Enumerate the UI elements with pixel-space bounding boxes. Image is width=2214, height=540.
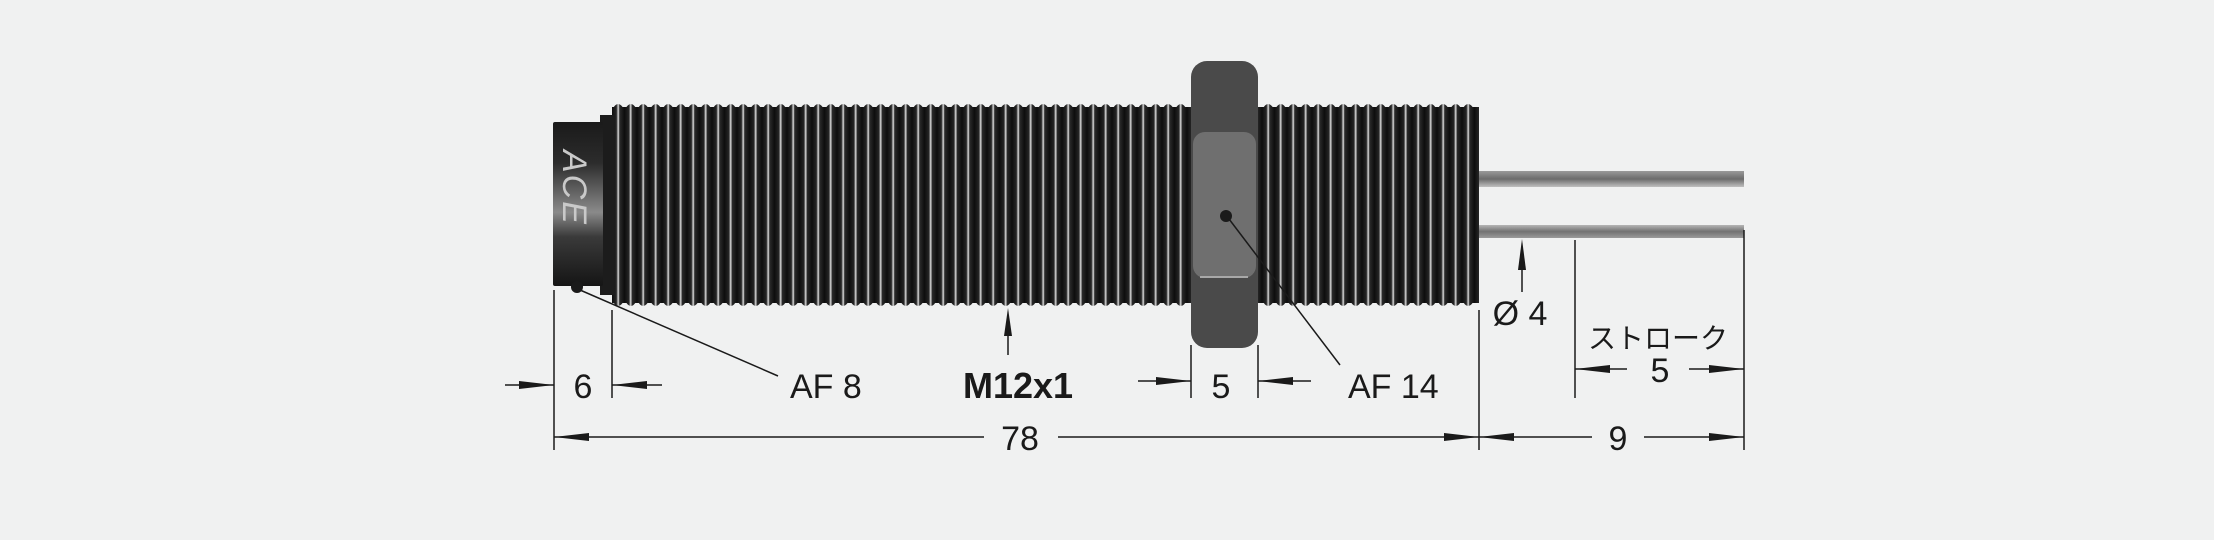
extension-lines [553,230,1745,450]
piston-rod [1479,171,1744,238]
dimension-lines [505,239,1744,441]
hex-nut [1191,61,1258,348]
threaded-body [612,99,1479,312]
leader-lines [571,210,1341,377]
body-length-label: 78 [1001,420,1039,458]
rod-extension-label: 9 [1609,420,1628,458]
rod-diameter-label: Ø 4 [1493,295,1548,333]
ace-logo: ACE [555,148,593,226]
af-cap-label: AF 8 [790,368,862,406]
af-nut-label: AF 14 [1348,368,1439,406]
cap-length-label: 6 [574,368,593,406]
end-cap: ACE [553,115,614,295]
stroke-value-label: 5 [1651,352,1670,390]
thread-spec-label: M12x1 [963,365,1073,406]
nut-width-label: 5 [1212,368,1231,406]
stroke-label: ストローク [1588,323,1728,354]
dimension-labels: 6 AF 8 M12x1 5 AF 14 78 9 Ø 4 ストローク 5 [574,295,1728,458]
